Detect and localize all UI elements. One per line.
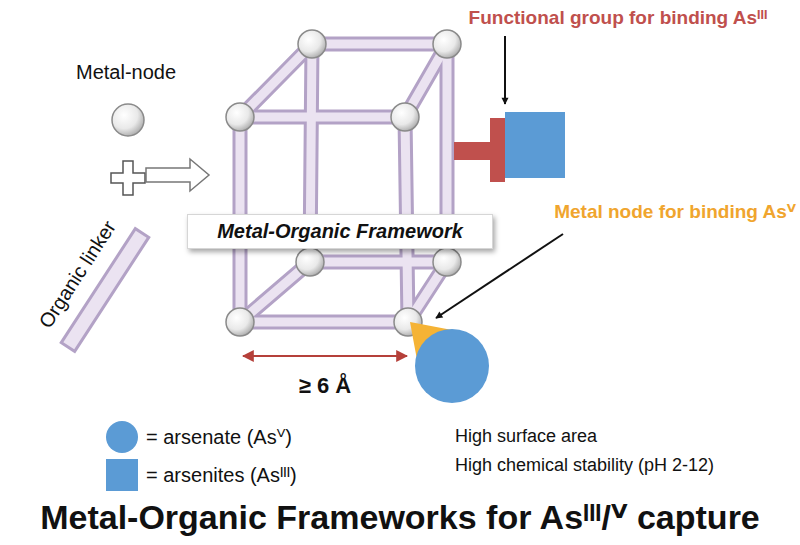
framework-nodes [226,30,461,336]
framework-bar-fill [240,44,447,322]
part-label: Organic linker [35,216,121,332]
callout-label: Metal node for binding Asⱽ [554,201,796,223]
leader-arrow [504,36,506,104]
legend-square-sample [106,459,138,491]
page-title: Metal-Organic Frameworks for Asᴵᴵᴵ/ⱽ cap… [40,498,760,537]
property-note: High surface area [455,426,597,447]
part-label: Metal-node [76,61,176,84]
callout-label: Functional group for binding Asᴵᴵᴵ [469,7,768,29]
framework-bar-outline [240,44,447,322]
hollow-arrow [146,159,209,191]
arsenite-square [505,112,565,178]
metal-node [226,308,254,336]
box-title: Metal-Organic Framework [217,220,463,243]
metal-node [433,30,461,58]
functional-group-bar [490,118,505,182]
functional-group-stem [454,142,491,160]
metal-node [391,103,419,131]
plus-symbol [111,161,145,195]
metal-node-symbol [112,104,144,136]
framework-label-box: Metal-Organic Framework [187,214,493,249]
dimension-label: ≥ 6 Å [299,373,351,398]
property-note: High chemical stability (pH 2-12) [455,455,714,476]
arsenate-circle [415,329,489,403]
legend-circle-sample [106,421,138,453]
dimension-arrow [243,355,407,357]
metal-node [298,30,326,58]
metal-node [296,248,324,276]
legend-text: = arsenites (Asᴵᴵᴵ) [146,464,297,487]
metal-node [433,248,461,276]
legend-text: = arsenate (Asⱽ) [146,426,292,449]
metal-node [226,103,254,131]
